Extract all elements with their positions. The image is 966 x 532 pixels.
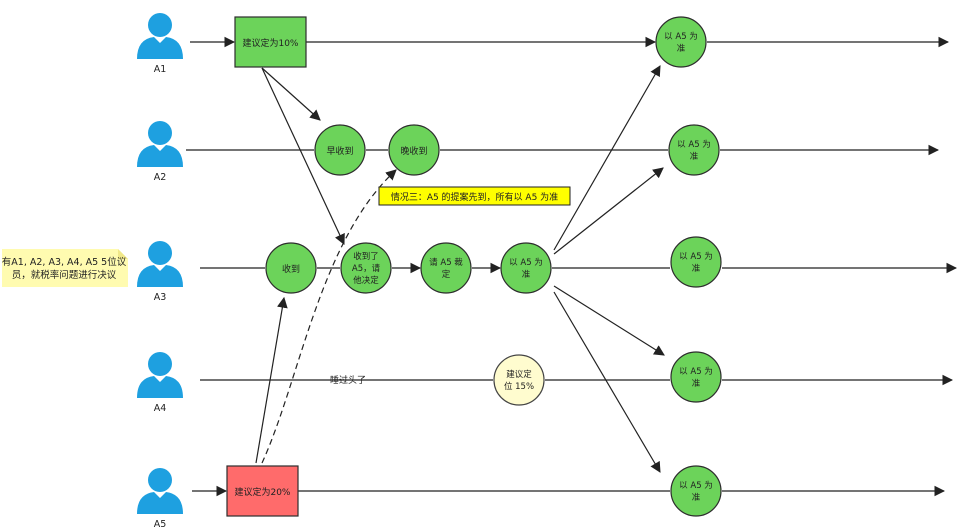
arrow-a5-to-a2-dashed [261, 169, 397, 464]
person-a3: A3 [137, 241, 183, 303]
a1-proposal-box: 建议定为10% [234, 16, 307, 68]
a2-early-node: 早收到 [314, 124, 366, 176]
final-node-a2: 以 A5 为 准 [668, 124, 720, 176]
a3-ask-a5-node: 请 A5 裁 定 [420, 242, 472, 294]
arrow-a5-to-a3 [255, 296, 288, 464]
person-a2: A2 [137, 121, 183, 183]
final-node-line-2: 准 [690, 151, 699, 162]
a4-proposal-node: 建议定 位 15% [493, 354, 545, 406]
arrow-fan-to-a2 [553, 167, 664, 255]
message-arrows [255, 65, 665, 473]
final-node-line-1: 以 A5 为 [664, 31, 698, 42]
a3-ask-a5-line-1: 请 A5 裁 [429, 257, 463, 268]
final-node-line-2: 准 [677, 43, 686, 54]
person-label: A2 [154, 172, 167, 183]
arrow-a1-to-a2 [261, 67, 321, 121]
timelines [186, 36, 958, 497]
person-icon [137, 241, 183, 287]
final-node-line-1: 以 A5 为 [679, 366, 713, 377]
arrow-fan-to-a1 [553, 65, 661, 251]
final-node-a1: 以 A5 为 准 [655, 16, 707, 68]
person-a4: A4 [137, 352, 183, 414]
a3-received-a5-line-1: 收到了 [353, 251, 379, 262]
person-a5: A5 [137, 468, 183, 530]
a3-follow-line-2: 准 [522, 269, 531, 280]
final-node-line-2: 准 [692, 378, 701, 389]
a2-late-text: 晚收到 [400, 145, 427, 157]
final-node-a4: 以 A5 为 准 [670, 351, 722, 403]
person-icon [137, 352, 183, 398]
final-node-line-1: 以 A5 为 [679, 251, 713, 262]
a4-proposal-line-2: 位 15% [504, 381, 534, 392]
a2-early-text: 早收到 [326, 145, 353, 157]
a5-proposal-text: 建议定为20% [234, 486, 290, 498]
a3-ask-a5-line-2: 定 [442, 269, 451, 280]
person-label: A4 [154, 403, 167, 414]
a3-received-text: 收到 [282, 263, 300, 275]
a2-late-node: 晚收到 [388, 124, 440, 176]
sticky-note-line-1: 有A1, A2, A3, A4, A5 5位议 [2, 256, 127, 268]
case-note-text: 情况三：A5 的提案先到，所有以 A5 为准 [391, 191, 558, 203]
final-node-a5: 以 A5 为 准 [670, 465, 722, 517]
a3-received-a5-line-3: 他决定 [353, 275, 379, 286]
a3-follow-line-1: 以 A5 为 [509, 257, 543, 268]
sticky-note: 有A1, A2, A3, A4, A5 5位议 员，就税率问题进行决议 [2, 249, 128, 287]
arrow-a1-to-a3 [261, 67, 345, 245]
final-node-a3: 以 A5 为 准 [670, 236, 722, 288]
final-node-line-1: 以 A5 为 [679, 480, 713, 491]
a4-proposal-line-1: 建议定 [506, 369, 532, 380]
sticky-note-line-2: 员，就税率问题进行决议 [12, 269, 117, 281]
person-label: A1 [154, 64, 167, 75]
person-icon [137, 13, 183, 59]
a1-proposal-text: 建议定为10% [242, 37, 298, 49]
person-icon [137, 121, 183, 167]
final-node-line-2: 准 [692, 263, 701, 274]
person-label: A3 [154, 292, 167, 303]
a4-overslept-label: 睡过头了 [330, 374, 366, 386]
person-label: A5 [154, 519, 167, 530]
arrow-fan-to-a5 [553, 291, 661, 473]
a3-follow-node: 以 A5 为 准 [500, 242, 552, 294]
a3-received-node: 收到 [265, 242, 317, 294]
person-a1: A1 [137, 13, 183, 75]
final-node-line-2: 准 [692, 492, 701, 503]
person-icon [137, 468, 183, 514]
arrow-fan-to-a4 [553, 285, 665, 356]
final-node-line-1: 以 A5 为 [677, 139, 711, 150]
a3-received-a5-line-2: A5，请 [352, 263, 381, 274]
a5-proposal-box: 建议定为20% [226, 465, 299, 517]
a3-received-a5-node: 收到了 A5，请 他决定 [340, 242, 392, 294]
case-note: 情况三：A5 的提案先到，所有以 A5 为准 [378, 186, 571, 206]
